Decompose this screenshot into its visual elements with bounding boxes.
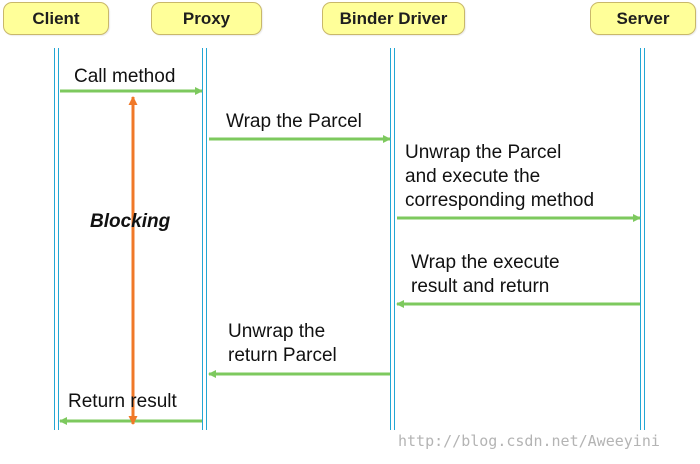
label-blocking: Blocking	[90, 211, 171, 232]
participant-binder-driver: Binder Driver	[322, 2, 465, 35]
label-call-method: Call method	[74, 66, 176, 87]
participant-proxy: Proxy	[151, 2, 262, 35]
label-wrap-parcel: Wrap the Parcel	[226, 111, 362, 132]
participant-client: Client	[3, 2, 109, 35]
lifeline-server	[640, 48, 645, 430]
label-wrap-execute-result: Wrap the execute result and return	[411, 252, 560, 297]
lifeline-binder-driver	[390, 48, 395, 430]
watermark: http://blog.csdn.net/Aweeyini	[398, 432, 660, 450]
participant-server: Server	[590, 2, 696, 35]
lifeline-client	[54, 48, 59, 430]
label-unwrap-execute: Unwrap the Parcel and execute the corres…	[405, 142, 595, 211]
lifeline-proxy	[202, 48, 207, 430]
label-unwrap-return: Unwrap the return Parcel	[228, 321, 337, 366]
label-return-result: Return result	[68, 391, 177, 412]
